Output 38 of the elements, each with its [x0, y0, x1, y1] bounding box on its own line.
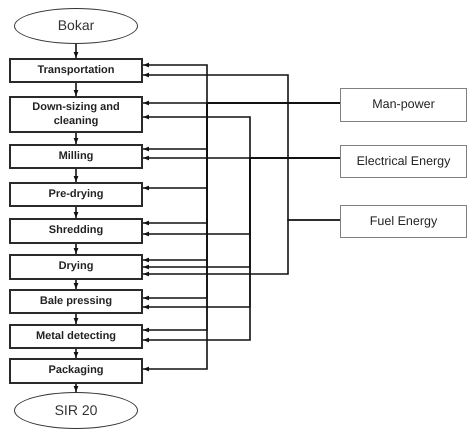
flow-arrow [74, 207, 78, 218]
node-label: Electrical Energy [356, 154, 450, 170]
node-label: Drying [58, 260, 94, 274]
process-box [9, 218, 143, 244]
resource-box [340, 205, 467, 238]
node-label: Fuel Energy [370, 214, 438, 230]
node-label: Bale pressing [40, 294, 112, 308]
node-label: Man-power [372, 97, 435, 113]
process-box [9, 254, 143, 280]
supply-arrow [143, 157, 340, 342]
node-label: Packaging [48, 364, 104, 378]
resource-box [340, 88, 467, 122]
flow-arrow [74, 169, 78, 182]
flow-arrow [74, 280, 78, 289]
flow-arrow [74, 384, 78, 392]
node-label: Bokar [58, 17, 94, 35]
supply-arrow [143, 219, 340, 276]
flow-arrow [74, 244, 78, 254]
flow-arrow [74, 83, 78, 96]
process-box [9, 358, 143, 384]
process-box [9, 324, 143, 349]
process-box [9, 289, 143, 314]
process-box [9, 144, 143, 169]
node-label: Shredding [48, 224, 104, 238]
node-label: Down-sizing and cleaning [31, 100, 121, 128]
flow-arrow [74, 133, 78, 144]
node-label: Pre-drying [48, 188, 104, 202]
node-label: Transportation [37, 64, 114, 78]
node-label: Milling [58, 150, 94, 164]
process-box [9, 182, 143, 207]
flow-arrow [74, 349, 78, 358]
node-label: Metal detecting [36, 330, 116, 344]
flow-arrow [74, 314, 78, 324]
process-box [9, 58, 143, 83]
node-label: SIR 20 [54, 402, 98, 420]
resource-box [340, 145, 467, 178]
process-box [9, 96, 143, 133]
flow-arrow [74, 44, 78, 58]
